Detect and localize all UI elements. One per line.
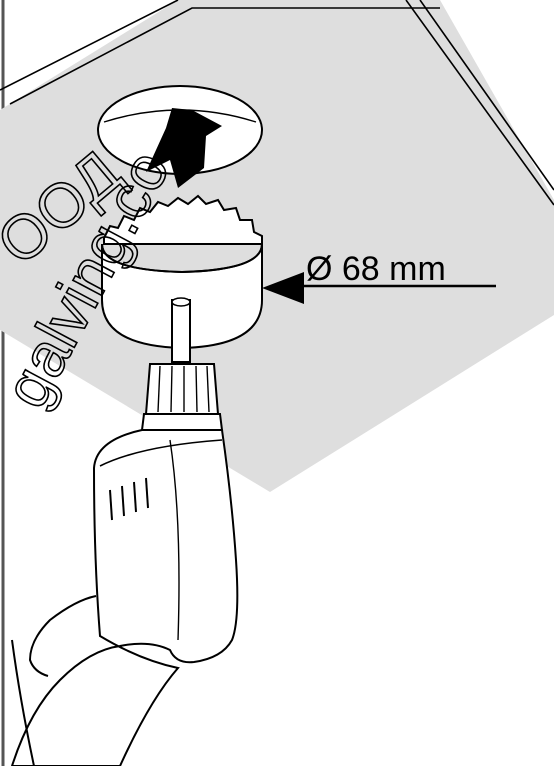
drill-vent-1 xyxy=(109,489,113,521)
panel-edge-top xyxy=(0,0,179,91)
chuck-ridge-5 xyxy=(206,365,210,413)
panel-edge-right-inner xyxy=(419,0,554,191)
arrow-shape xyxy=(146,108,222,188)
drill-handle-lower xyxy=(11,639,35,766)
arbor-top xyxy=(171,297,191,307)
chuck-ridge-4 xyxy=(195,365,198,413)
drill-vent-4 xyxy=(145,477,149,509)
panel-edge-right xyxy=(405,0,554,206)
chuck-ridge-1 xyxy=(157,365,161,413)
panel-edge-inner xyxy=(9,7,440,105)
dimension-label: Ø 68 mm xyxy=(306,250,446,288)
drill-vent-3 xyxy=(133,481,137,513)
drill-grip xyxy=(28,595,97,677)
saw-top-rim xyxy=(101,243,263,274)
hole-saw xyxy=(101,194,263,350)
drill-vent-2 xyxy=(121,485,125,517)
dimension-arrowhead xyxy=(262,272,304,304)
arbor-shaft xyxy=(171,299,191,363)
up-arrow-icon xyxy=(146,108,222,188)
dimension-callout: Ø 68 mm xyxy=(262,250,496,304)
drill-chuck xyxy=(140,363,224,431)
power-drill xyxy=(10,429,239,766)
drill-side-edge xyxy=(169,439,180,641)
drill-body xyxy=(10,429,239,766)
chuck-collar xyxy=(140,413,224,431)
drill-nose-edge xyxy=(99,439,223,467)
saw-teeth xyxy=(103,194,263,245)
chuck-ridge-2 xyxy=(170,365,173,413)
saw-arbor xyxy=(171,297,191,363)
